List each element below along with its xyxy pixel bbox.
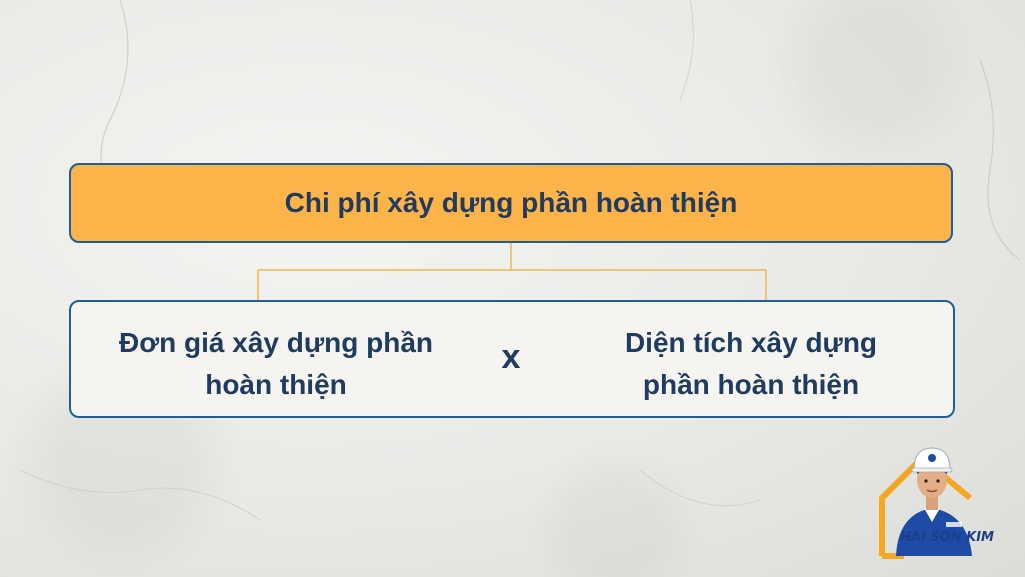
brand-name: HAI SON KIM <box>900 530 994 545</box>
multiply-operator: x <box>501 338 521 376</box>
worker-body <box>896 508 972 556</box>
area-term: Diện tích xây dựng phần hoàn thiện <box>624 327 878 400</box>
total-cost-label: Chi phí xây dựng phần hoàn thiện <box>284 187 738 218</box>
unit-price-term: Đơn giá xây dựng phần hoàn thiện <box>119 327 433 400</box>
formula-box: Đơn giá xây dựng phần hoàn thiện x Diện … <box>69 300 955 418</box>
total-cost-box: Chi phí xây dựng phần hoàn thiện <box>69 163 953 243</box>
mascot-logo <box>879 447 972 559</box>
